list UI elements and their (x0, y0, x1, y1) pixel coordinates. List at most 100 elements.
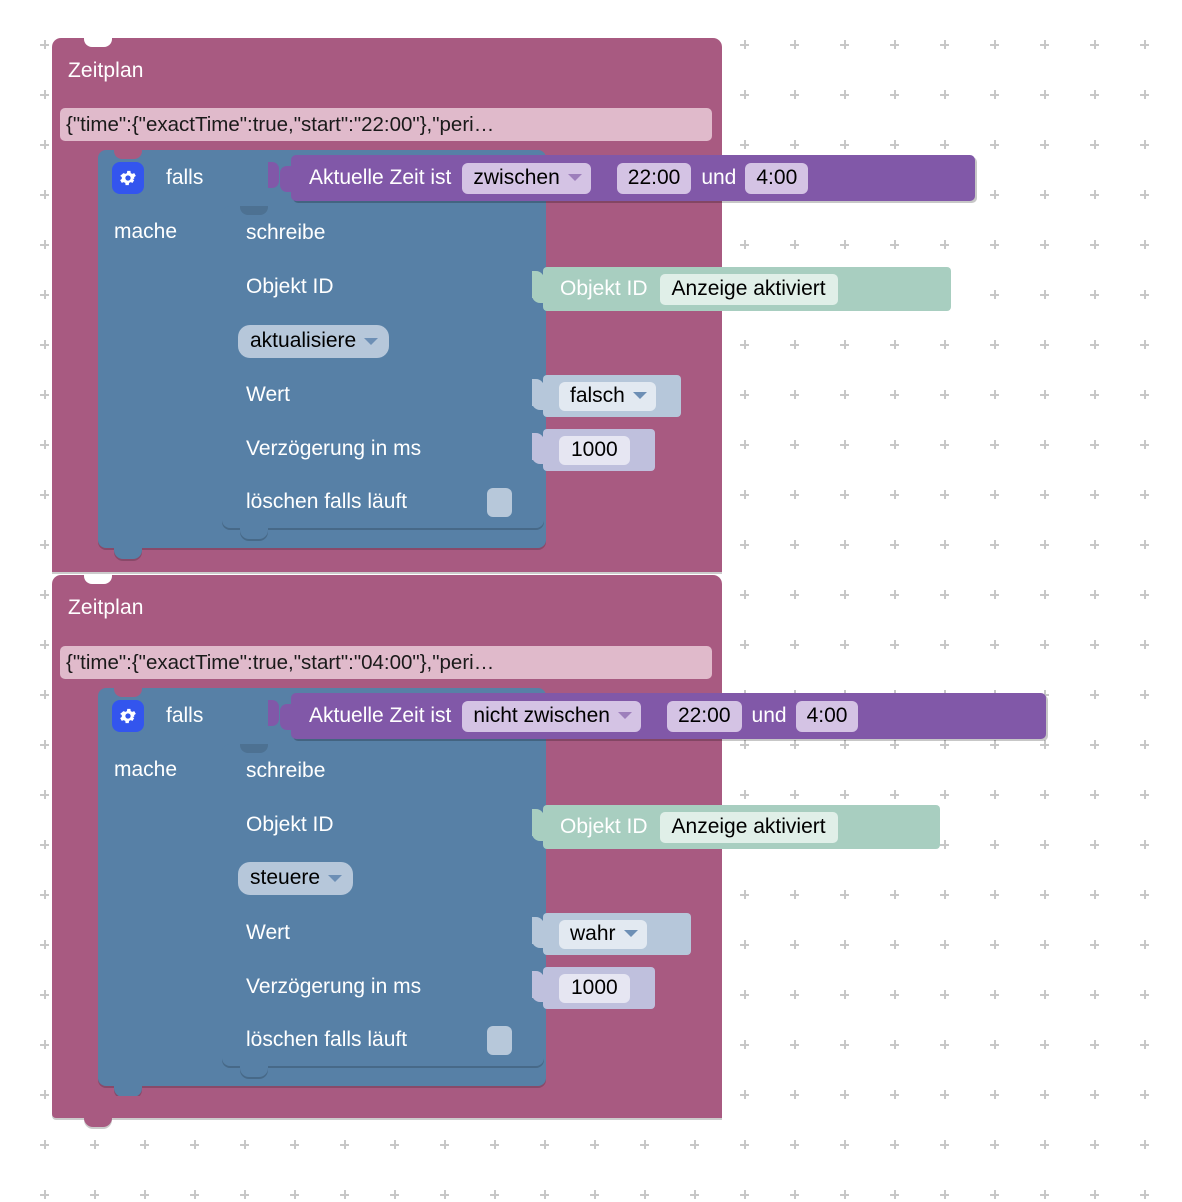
grid-cross (1090, 790, 1099, 799)
condition-block-morning[interactable]: Aktuelle Zeit ist nicht zwischen 22:00 u… (280, 693, 1046, 739)
grid-cross (40, 390, 49, 399)
grid-cross (740, 40, 749, 49)
grid-cross (40, 90, 49, 99)
condition-block-evening[interactable]: Aktuelle Zeit ist zwischen 22:00 und 4:0… (280, 155, 975, 201)
grid-cross (990, 940, 999, 949)
grid-cross (1140, 190, 1149, 199)
condition-time-to-evening[interactable]: 4:00 (745, 162, 809, 194)
objectid-block-evening[interactable]: Objekt ID Anzeige aktiviert (532, 267, 951, 311)
grid-cross (890, 90, 899, 99)
grid-cross (40, 190, 49, 199)
grid-cross (1140, 590, 1149, 599)
grid-cross (1140, 940, 1149, 949)
write-block-top-notch (240, 206, 268, 215)
grid-cross (990, 790, 999, 799)
grid-cross (390, 1140, 399, 1149)
number-value-morning[interactable]: 1000 (559, 973, 630, 1003)
grid-cross (1040, 790, 1049, 799)
condition-time-from-evening[interactable]: 22:00 (616, 162, 692, 194)
gear-icon[interactable] (112, 700, 144, 732)
grid-cross (840, 240, 849, 249)
grid-cross (1040, 490, 1049, 499)
grid-cross (840, 1090, 849, 1099)
condition-time-from-morning[interactable]: 22:00 (666, 700, 742, 732)
grid-cross (840, 540, 849, 549)
condition-plug (280, 704, 292, 730)
objectid-plug (532, 814, 544, 841)
write-mode-dropdown-morning[interactable]: steuere (238, 862, 354, 895)
number-value-evening[interactable]: 1000 (559, 435, 630, 465)
grid-cross (1090, 240, 1099, 249)
grid-cross (890, 940, 899, 949)
grid-cross (1140, 890, 1149, 899)
grid-cross (40, 290, 49, 299)
write-block-morning[interactable] (222, 744, 544, 1066)
grid-cross (740, 890, 749, 899)
grid-cross (940, 340, 949, 349)
grid-cross (990, 140, 999, 149)
write-clear-checkbox-evening[interactable] (487, 488, 512, 517)
grid-cross (1040, 290, 1049, 299)
grid-cross (1140, 390, 1149, 399)
grid-cross (290, 1140, 299, 1149)
logic-block-morning[interactable]: wahr (532, 913, 691, 955)
number-block-morning[interactable]: 1000 (532, 967, 655, 1009)
grid-cross (740, 140, 749, 149)
grid-cross (1040, 540, 1049, 549)
grid-cross (40, 240, 49, 249)
grid-cross (840, 790, 849, 799)
grid-cross (1140, 340, 1149, 349)
grid-cross (190, 1140, 199, 1149)
objectid-block-morning[interactable]: Objekt ID Anzeige aktiviert (532, 805, 940, 849)
schedule-cron-field-morning[interactable]: {"time":{"exactTime":true,"start":"04:00… (60, 646, 712, 679)
grid-cross (790, 490, 799, 499)
grid-cross (790, 990, 799, 999)
grid-cross (940, 1090, 949, 1099)
grid-cross (940, 890, 949, 899)
grid-cross (140, 1190, 149, 1199)
grid-cross (990, 840, 999, 849)
grid-cross (1090, 140, 1099, 149)
grid-cross (990, 1140, 999, 1149)
schedule-cron-field-evening[interactable]: {"time":{"exactTime":true,"start":"22:00… (60, 108, 712, 141)
grid-cross (40, 1040, 49, 1049)
condition-operator-dropdown-morning[interactable]: nicht zwischen (462, 700, 641, 732)
grid-cross (890, 790, 899, 799)
grid-cross (240, 1190, 249, 1199)
grid-cross (1040, 990, 1049, 999)
write-block-evening[interactable] (222, 206, 544, 528)
logic-value-dropdown-morning[interactable]: wahr (559, 919, 647, 949)
grid-cross (340, 1140, 349, 1149)
grid-cross (840, 640, 849, 649)
grid-cross (990, 1190, 999, 1199)
grid-cross (90, 1140, 99, 1149)
grid-cross (590, 1190, 599, 1199)
grid-cross (1040, 90, 1049, 99)
logic-value-dropdown-evening[interactable]: falsch (559, 381, 656, 411)
grid-cross (740, 540, 749, 549)
write-block-top-notch (240, 744, 268, 753)
grid-cross (1090, 640, 1099, 649)
number-block-evening[interactable]: 1000 (532, 429, 655, 471)
objectid-value-morning[interactable]: Anzeige aktiviert (659, 811, 838, 843)
grid-cross (40, 440, 49, 449)
grid-cross (290, 1190, 299, 1199)
do-label-evening: mache (114, 220, 178, 243)
grid-cross (790, 140, 799, 149)
grid-cross (140, 1140, 149, 1149)
grid-cross (840, 40, 849, 49)
gear-icon[interactable] (112, 162, 144, 194)
condition-operator-dropdown-evening[interactable]: zwischen (462, 162, 591, 194)
grid-cross (40, 640, 49, 649)
write-mode-dropdown-evening[interactable]: aktualisiere (238, 325, 390, 358)
write-clear-checkbox-morning[interactable] (487, 1026, 512, 1055)
condition-time-to-morning[interactable]: 4:00 (795, 700, 859, 732)
logic-block-evening[interactable]: falsch (532, 375, 681, 417)
grid-cross (40, 690, 49, 699)
objectid-value-evening[interactable]: Anzeige aktiviert (659, 273, 838, 305)
grid-cross (990, 740, 999, 749)
grid-cross (1090, 990, 1099, 999)
grid-cross (940, 40, 949, 49)
grid-cross (940, 740, 949, 749)
